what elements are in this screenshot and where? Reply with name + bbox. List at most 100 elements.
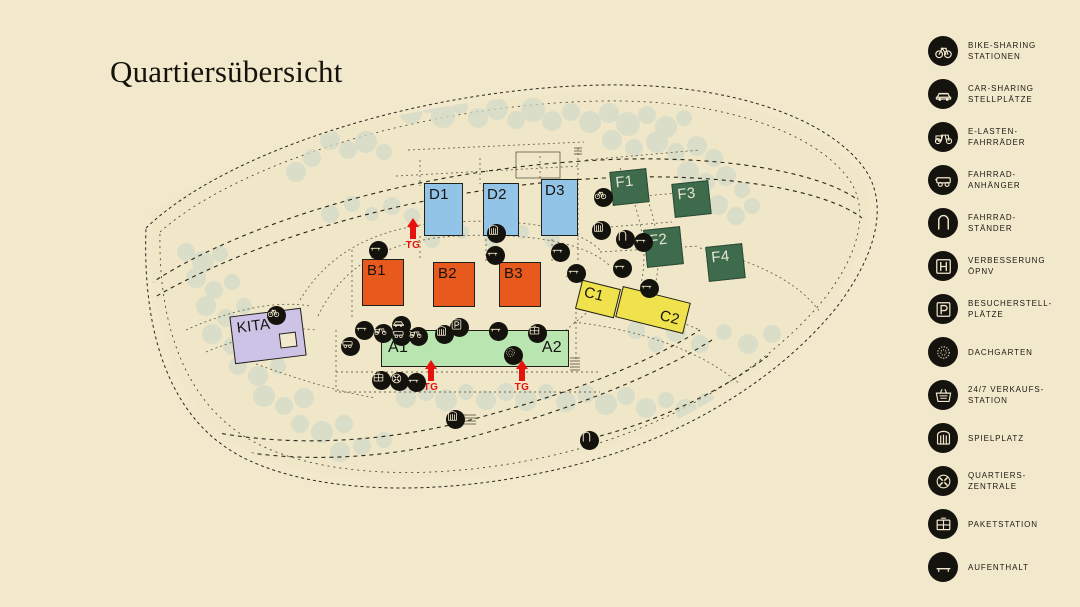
- building-label-b1: B1: [367, 262, 386, 279]
- legend-item-e-lasten[interactable]: E-LASTEN- FAHRRÄDER: [928, 122, 1025, 152]
- map-pin-quartierszentrale[interactable]: [390, 372, 409, 391]
- paketstation-icon: [373, 372, 384, 382]
- tg-marker: TG: [420, 360, 442, 393]
- dachgarten-icon: [506, 348, 515, 357]
- map-pin-paketstation[interactable]: [372, 371, 391, 390]
- map-pin-aufenthalt[interactable]: [634, 233, 653, 252]
- car-sharing-icon: [393, 321, 404, 327]
- building-block-b3[interactable]: B3: [499, 262, 541, 307]
- building-label-b3: B3: [504, 265, 523, 282]
- building-label-d3: D3: [545, 182, 565, 199]
- map-pin-aufenthalt[interactable]: [640, 279, 659, 298]
- building-block-f3[interactable]: F3: [671, 180, 712, 218]
- map-pin-paketstation[interactable]: [528, 324, 547, 343]
- legend-label: BIKE-SHARING STATIONEN: [968, 41, 1037, 61]
- spielplatz-icon: [448, 411, 457, 421]
- map-pin-fahrrad-staender[interactable]: [580, 431, 599, 450]
- map-pin-aufenthalt[interactable]: [551, 243, 570, 262]
- map-pin-bike-sharing[interactable]: [267, 306, 286, 325]
- legend-icon-spielplatz: [928, 423, 958, 453]
- legend-item-besucher[interactable]: BESUCHERSTELL- PLÄTZE: [928, 294, 1052, 324]
- paketstation-icon: [936, 517, 950, 530]
- tg-arrow-stem: [410, 227, 416, 239]
- tg-label: TG: [514, 382, 530, 393]
- map-pin-e-lasten[interactable]: [409, 327, 428, 346]
- building-block-f1[interactable]: F1: [609, 168, 650, 206]
- site-boundary-outer: [145, 84, 878, 489]
- legend-icon-fahrrad-anhaenger: [928, 165, 958, 195]
- legend-item-aufenthalt[interactable]: AUFENTHALT: [928, 552, 1029, 582]
- legend-item-bike-sharing[interactable]: BIKE-SHARING STATIONEN: [928, 36, 1036, 66]
- legend-item-paketstation[interactable]: PAKETSTATION: [928, 509, 1038, 539]
- building-label-kita: KITA: [235, 315, 272, 337]
- spielplatz-icon: [489, 225, 498, 235]
- legend-icon-car-sharing: [928, 79, 958, 109]
- legend-icon-fahrrad-staender: [928, 208, 958, 238]
- map-pin-aufenthalt[interactable]: [369, 241, 388, 260]
- building-label-f3: F3: [676, 184, 697, 204]
- besucher-icon: [451, 319, 462, 330]
- map-pin-aufenthalt[interactable]: [355, 321, 374, 340]
- aufenthalt-icon: [641, 285, 652, 289]
- legend-label: FAHRRAD- ANHÄNGER: [968, 170, 1021, 190]
- oepnv-icon: [935, 258, 951, 274]
- building-label-d2: D2: [487, 186, 507, 203]
- map-pin-fahrrad-staender[interactable]: [616, 230, 635, 249]
- map-pin-spielplatz[interactable]: [435, 325, 454, 344]
- legend-label: VERBESSERUNG ÖPNV: [968, 256, 1046, 276]
- legend-label: DACHGARTEN: [968, 347, 1033, 357]
- legend-icon-bike-sharing: [928, 36, 958, 66]
- building-block-d1[interactable]: D1: [424, 183, 463, 236]
- building-block-d3[interactable]: D3: [541, 179, 578, 236]
- fahrrad-anhaenger-icon: [341, 341, 353, 348]
- legend-icon-e-lasten: [928, 122, 958, 152]
- map-pin-spielplatz[interactable]: [487, 224, 506, 243]
- building-block-f4[interactable]: F4: [705, 243, 746, 282]
- building-block-b1[interactable]: B1: [362, 259, 404, 306]
- legend-item-dachgarten[interactable]: DACHGARTEN: [928, 337, 1033, 367]
- legend-label: BESUCHERSTELL- PLÄTZE: [968, 299, 1053, 319]
- legend-item-verkaufsstation[interactable]: 24/7 VERKAUFS- STATION: [928, 380, 1044, 410]
- bike-sharing-icon: [934, 46, 952, 58]
- e-lasten-icon: [374, 328, 387, 336]
- legend-label: CAR-SHARING STELLPLÄTZE: [968, 84, 1034, 104]
- legend-item-fahrrad-staender[interactable]: FAHRRAD- STÄNDER: [928, 208, 1016, 238]
- legend-label: FAHRRAD- STÄNDER: [968, 213, 1017, 233]
- map-pin-aufenthalt[interactable]: [613, 259, 632, 278]
- map-pin-dachgarten[interactable]: [504, 346, 523, 365]
- paketstation-icon: [529, 325, 540, 335]
- map-pin-aufenthalt[interactable]: [407, 373, 426, 392]
- tg-label: TG: [405, 240, 421, 251]
- legend-item-quartierszentrale[interactable]: QUARTIERS- ZENTRALE: [928, 466, 1026, 496]
- verkaufsstation-icon: [935, 388, 951, 402]
- map-pin-aufenthalt[interactable]: [486, 246, 505, 265]
- legend-icon-aufenthalt: [928, 552, 958, 582]
- map-pin-fahrrad-anhaenger[interactable]: [392, 327, 411, 346]
- legend-item-fahrrad-anhaenger[interactable]: FAHRRAD- ANHÄNGER: [928, 165, 1021, 195]
- legend-item-spielplatz[interactable]: SPIELPLATZ: [928, 423, 1024, 453]
- legend-item-car-sharing[interactable]: CAR-SHARING STELLPLÄTZE: [928, 79, 1034, 109]
- quartierszentrale-icon: [936, 474, 950, 488]
- building-block-b2[interactable]: B2: [433, 262, 475, 307]
- map-pin-fahrrad-anhaenger[interactable]: [341, 337, 360, 356]
- legend-item-oepnv[interactable]: VERBESSERUNG ÖPNV: [928, 251, 1045, 281]
- tg-arrow-stem: [428, 369, 434, 381]
- tg-arrow-icon: [407, 218, 419, 227]
- tg-marker: TG: [402, 218, 424, 251]
- building-label-b2: B2: [438, 265, 457, 282]
- map-pin-aufenthalt[interactable]: [567, 264, 586, 283]
- tg-arrow-stem: [519, 369, 525, 381]
- e-lasten-icon: [934, 134, 952, 144]
- fahrrad-staender-icon: [618, 230, 627, 241]
- legend-icon-quartierszentrale: [928, 466, 958, 496]
- aufenthalt-icon: [487, 252, 498, 256]
- map-pin-spielplatz[interactable]: [446, 410, 465, 429]
- map-pin-e-lasten[interactable]: [374, 324, 393, 343]
- legend-label: E-LASTEN- FAHRRÄDER: [968, 127, 1026, 147]
- map-pin-spielplatz[interactable]: [592, 221, 611, 240]
- legend-label: QUARTIERS- ZENTRALE: [968, 471, 1027, 491]
- map-pin-bike-sharing[interactable]: [594, 188, 613, 207]
- map-pin-aufenthalt[interactable]: [489, 322, 508, 341]
- e-lasten-icon: [409, 331, 422, 339]
- map-pin-besucher[interactable]: [450, 318, 469, 337]
